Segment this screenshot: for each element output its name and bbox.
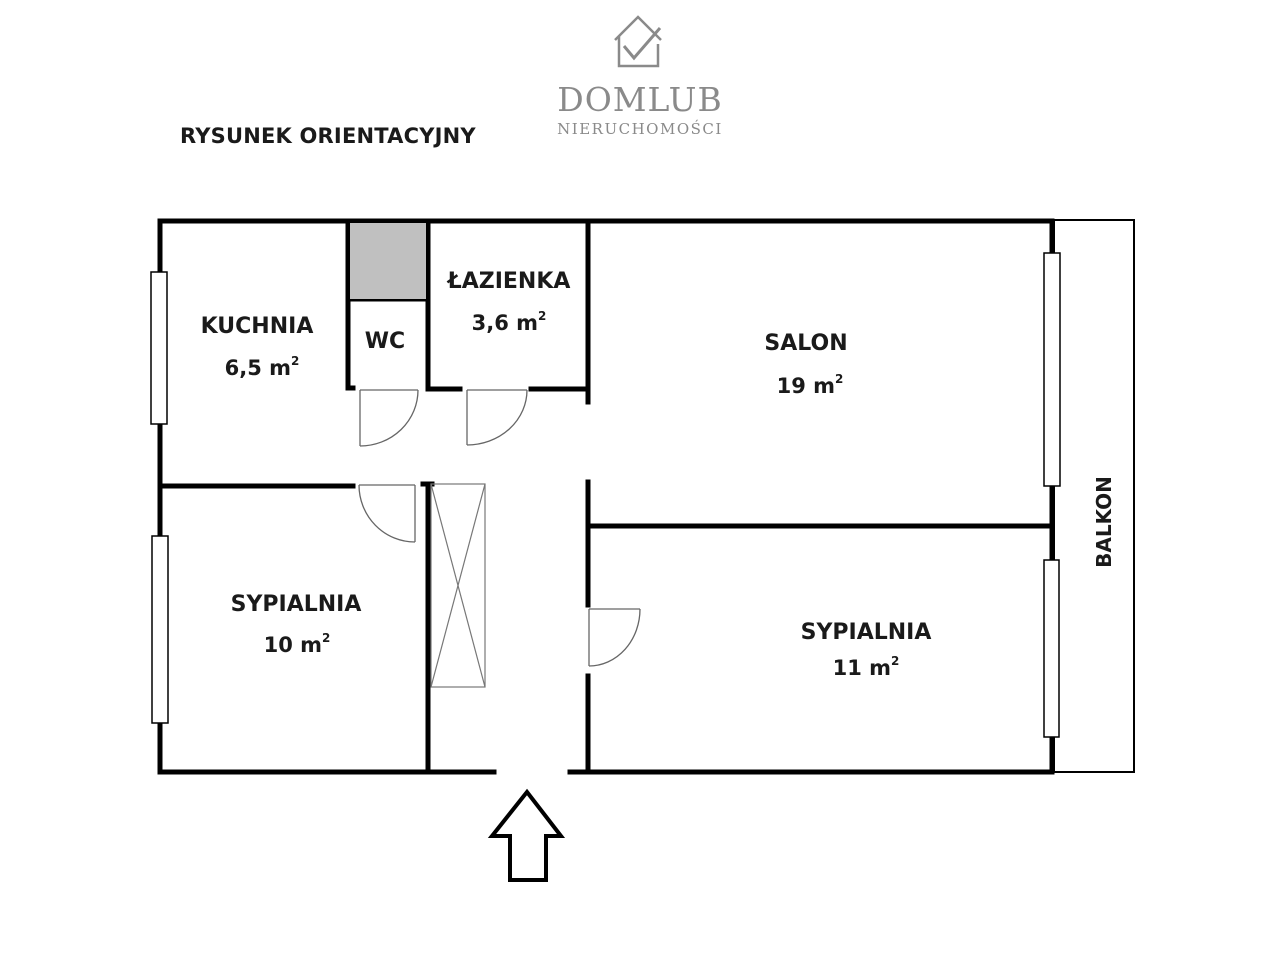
balcony-label: BALKON <box>1092 476 1116 568</box>
window-bedroom-2 <box>1043 559 1060 738</box>
area-value: 3,6 m <box>471 311 539 335</box>
room-area-sypialnia-1: 10 m2 <box>264 631 331 657</box>
entrance-arrow-icon <box>487 788 566 882</box>
area-value: 10 m <box>263 633 323 657</box>
area-exponent: 2 <box>835 372 844 386</box>
room-name-wc: WC <box>364 329 406 354</box>
window-bedroom-1 <box>151 535 169 724</box>
logo-brand: DOMLUB <box>557 80 723 119</box>
room-name-sypialnia-1: SYPIALNIA <box>230 592 362 617</box>
window-kitchen <box>150 271 168 425</box>
doors <box>358 389 641 667</box>
logo-tagline: NIERUCHOMOŚCI <box>557 120 723 138</box>
wardrobe <box>430 483 486 688</box>
area-exponent: 2 <box>291 354 300 368</box>
windows <box>150 252 1061 738</box>
room-name-kuchnia: KUCHNIA <box>200 314 314 339</box>
room-area-lazienka: 3,6 m2 <box>472 309 547 335</box>
ventilation-shaft <box>350 223 426 299</box>
area-exponent: 2 <box>538 309 547 323</box>
plan-title: RYSUNEK ORIENTACYJNY <box>180 124 476 148</box>
window-salon <box>1043 252 1061 487</box>
room-area-kuchnia: 6,5 m2 <box>225 354 300 380</box>
house-checkmark-icon <box>614 15 662 68</box>
area-exponent: 2 <box>891 654 900 668</box>
room-name-lazienka: ŁAZIENKA <box>447 269 571 294</box>
room-area-sypialnia-2: 11 m2 <box>833 654 900 680</box>
room-name-salon: SALON <box>764 331 848 356</box>
walls <box>157 218 1055 775</box>
area-value: 6,5 m <box>224 356 292 380</box>
room-name-sypialnia-2: SYPIALNIA <box>800 620 932 645</box>
room-area-salon: 19 m2 <box>777 372 844 398</box>
area-value: 11 m <box>832 656 892 680</box>
area-value: 19 m <box>776 374 836 398</box>
area-exponent: 2 <box>322 631 331 645</box>
